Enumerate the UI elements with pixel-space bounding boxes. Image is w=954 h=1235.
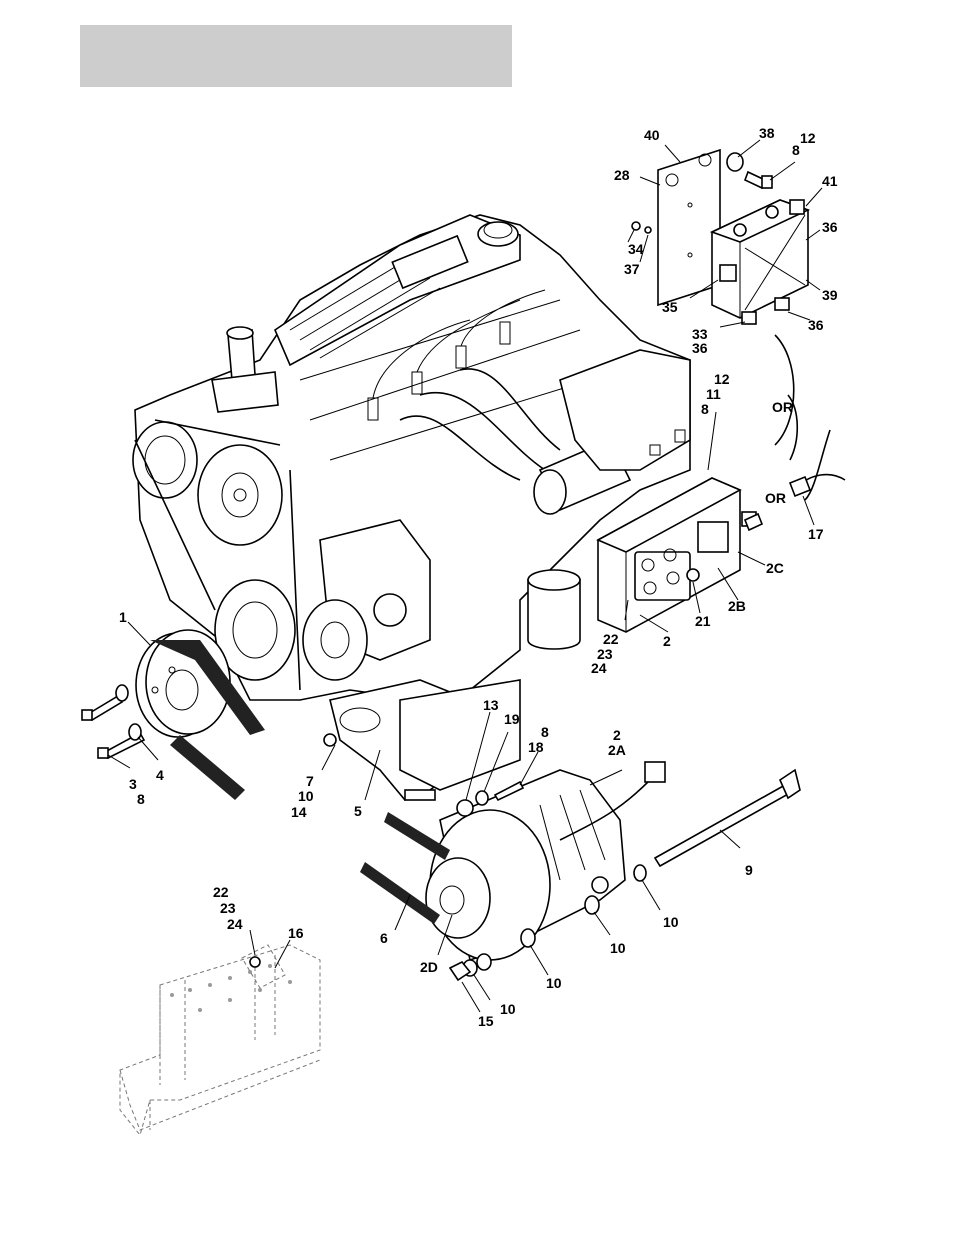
callout-12: 12 — [800, 130, 816, 146]
alternator — [426, 762, 665, 960]
callout-or: OR — [765, 490, 786, 506]
callout-2: 2 — [613, 727, 621, 743]
callout-11: 11 — [706, 386, 721, 402]
callout-36: 36 — [822, 219, 838, 235]
callout-2: 2 — [663, 633, 671, 649]
callout-10: 10 — [610, 940, 626, 956]
callout-10: 10 — [298, 788, 314, 804]
callout-37: 37 — [624, 261, 640, 277]
callout-35: 35 — [662, 299, 678, 315]
callout-39: 39 — [822, 287, 838, 303]
callout-19: 19 — [504, 711, 520, 727]
callout-4: 4 — [156, 767, 164, 783]
callout-13: 13 — [483, 697, 499, 713]
callout-17: 17 — [808, 526, 824, 542]
callout-8: 8 — [701, 401, 709, 417]
callout-2D: 2D — [420, 959, 438, 975]
callout-15: 15 — [478, 1013, 494, 1029]
callout-38: 38 — [759, 125, 775, 141]
callout-5: 5 — [354, 803, 362, 819]
callout-34: 34 — [628, 241, 644, 257]
callout-36: 36 — [808, 317, 824, 333]
callout-18: 18 — [528, 739, 544, 755]
callout-36: 36 — [692, 340, 708, 356]
callout-24: 24 — [227, 916, 243, 932]
frame-outline — [120, 945, 320, 1135]
callout-12: 12 — [714, 371, 730, 387]
callout-22: 22 — [603, 631, 619, 647]
callout-10: 10 — [500, 1001, 516, 1017]
callout-6: 6 — [380, 930, 388, 946]
callout-8: 8 — [137, 791, 145, 807]
callout-or: OR — [772, 399, 793, 415]
callout-40: 40 — [644, 127, 660, 143]
junction-box — [712, 200, 808, 324]
cable-options — [745, 335, 845, 530]
pulley-bolts — [82, 685, 144, 758]
callout-2B: 2B — [728, 598, 746, 614]
callout-23: 23 — [220, 900, 236, 916]
callout-16: 16 — [288, 925, 304, 941]
callout-10: 10 — [546, 975, 562, 991]
callout-9: 9 — [745, 862, 753, 878]
callout-8: 8 — [792, 142, 800, 158]
callout-7: 7 — [306, 773, 314, 789]
callout-2A: 2A — [608, 742, 626, 758]
callout-28: 28 — [614, 167, 630, 183]
callout-3: 3 — [129, 776, 137, 792]
callout-22: 22 — [213, 884, 229, 900]
mounting-plate — [658, 150, 720, 305]
callout-2C: 2C — [766, 560, 784, 576]
callout-14: 14 — [291, 804, 307, 820]
callout-8: 8 — [541, 724, 549, 740]
callout-1: 1 — [119, 609, 127, 625]
callout-24: 24 — [591, 660, 607, 676]
callout-10: 10 — [663, 914, 679, 930]
alternator-long-bolt — [655, 770, 800, 866]
callout-21: 21 — [695, 613, 711, 629]
callout-41: 41 — [822, 173, 838, 189]
